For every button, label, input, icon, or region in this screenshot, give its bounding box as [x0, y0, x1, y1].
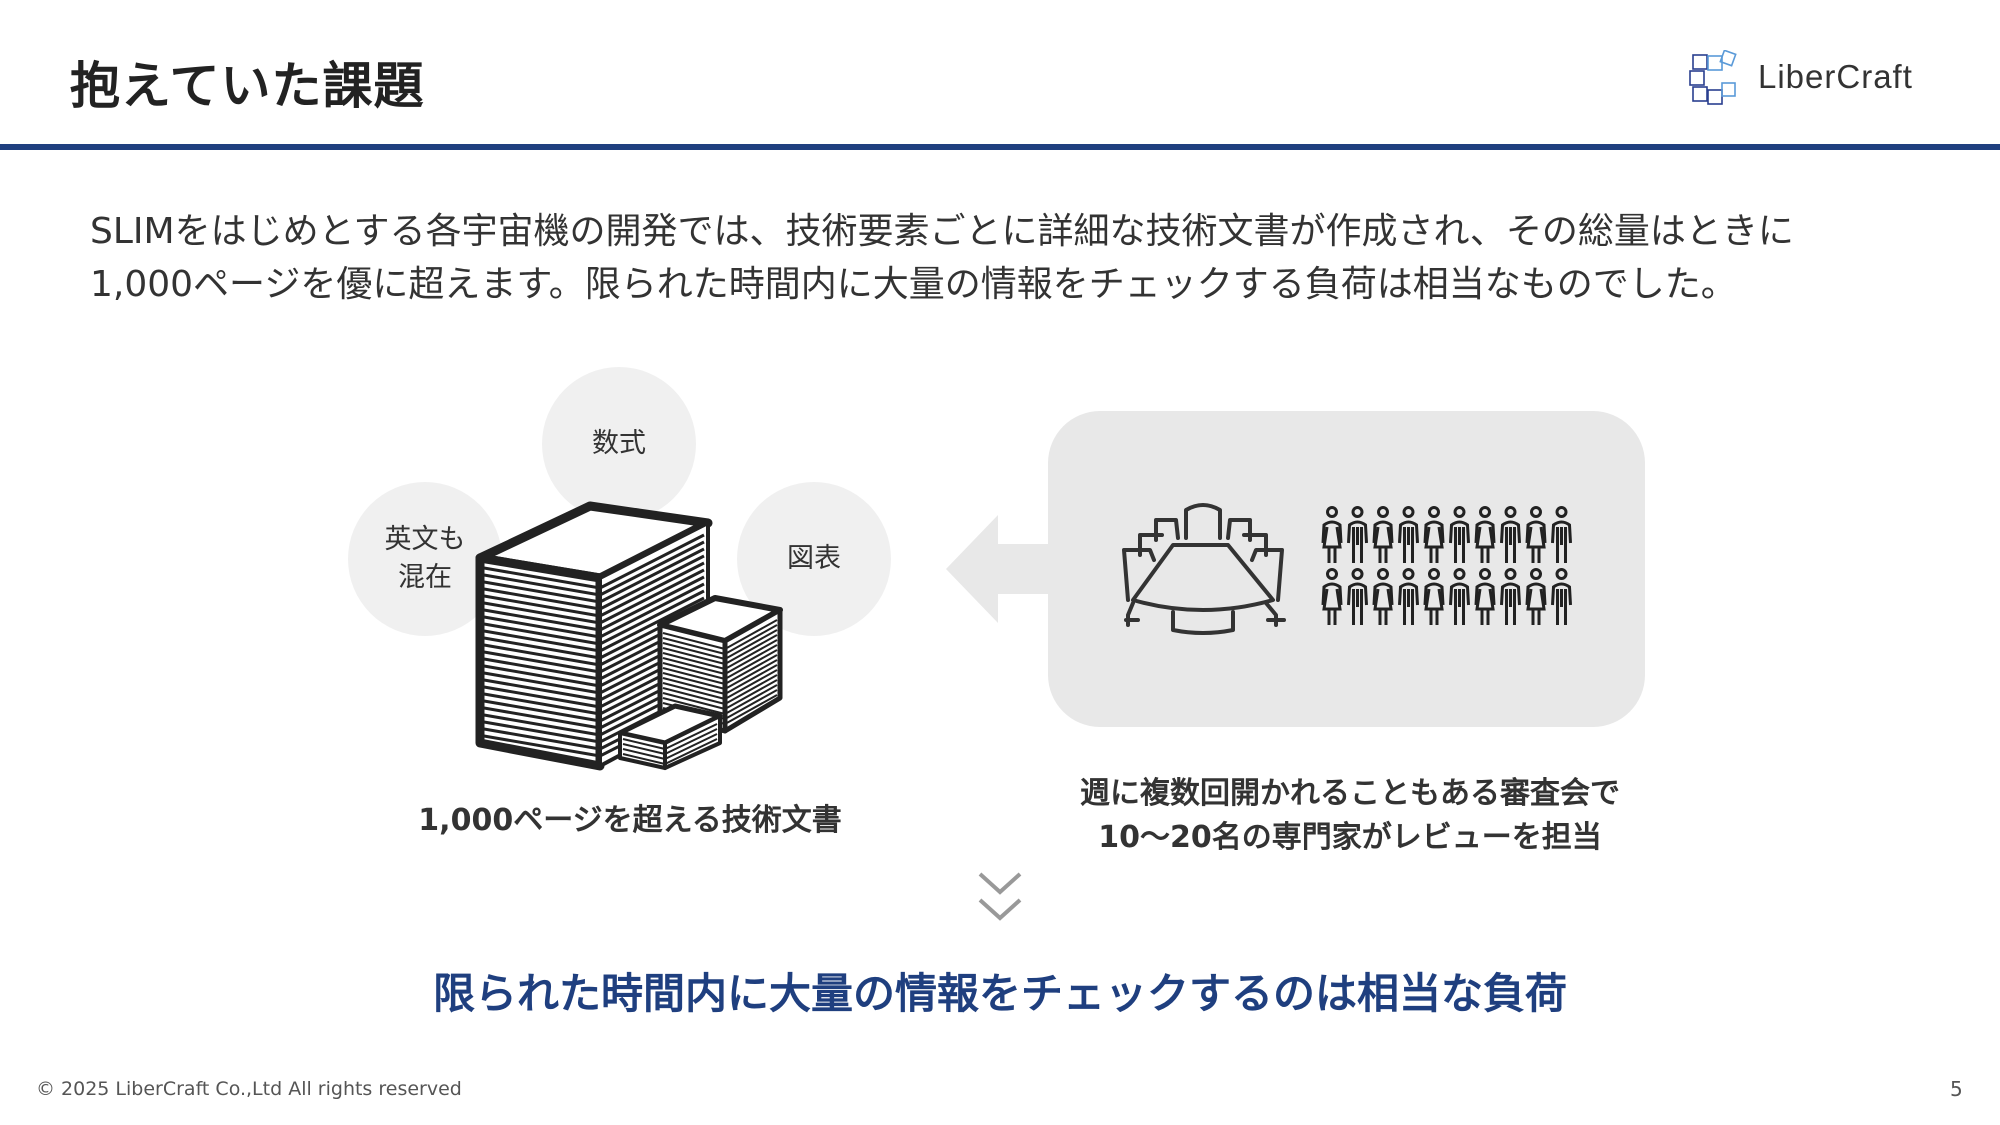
man-icon — [1347, 506, 1368, 563]
review-label: 週に複数回開かれることもある審査会で 10〜20名の専門家がレビューを担当 — [1030, 772, 1670, 860]
intro-paragraph: SLIMをはじめとする各宇宙機の開発では、技術要素ごとに詳細な技術文書が作成され… — [90, 205, 1940, 311]
woman-icon — [1423, 568, 1445, 625]
header-divider — [0, 144, 2000, 150]
woman-icon — [1525, 568, 1547, 625]
man-icon — [1551, 568, 1572, 625]
bubble-label: 図表 — [787, 543, 841, 574]
copyright: © 2025 LiberCraft Co.,Ltd All rights res… — [36, 1078, 462, 1100]
man-icon — [1551, 506, 1572, 563]
documents-label: 1,000ページを超える技術文書 — [418, 803, 842, 838]
bubble-label: 混在 — [398, 562, 452, 593]
woman-icon — [1321, 506, 1343, 563]
woman-icon — [1474, 568, 1496, 625]
man-icon — [1398, 568, 1419, 625]
intro-line: 1,000ページを優に超えます。限られた時間内に大量の情報をチェックする負荷は相… — [90, 264, 1737, 305]
bubble-label: 数式 — [592, 428, 646, 459]
woman-icon — [1474, 506, 1496, 563]
man-icon — [1500, 506, 1521, 563]
man-icon — [1398, 506, 1419, 563]
logo-text: LiberCraft — [1758, 58, 1913, 95]
chevron-down-icon — [978, 872, 1022, 921]
man-icon — [1449, 506, 1470, 563]
woman-icon — [1321, 568, 1343, 625]
review-panel — [1048, 411, 1645, 727]
woman-icon — [1525, 506, 1547, 563]
bubble-label: 英文も — [384, 524, 466, 555]
review-label-line: 週に複数回開かれることもある審査会で — [1080, 776, 1620, 811]
man-icon — [1449, 568, 1470, 625]
libercraft-logo-icon — [1689, 50, 1737, 105]
page-number: 5 — [1950, 1077, 1963, 1101]
conference-table-icon — [1122, 503, 1286, 635]
document-stack-icon — [475, 501, 783, 771]
conclusion-text: 限られた時間内に大量の情報をチェックするのは相当な負荷 — [432, 969, 1567, 1018]
bubble-formulas: 数式 — [542, 367, 696, 521]
arrow-left-icon — [946, 515, 1050, 623]
woman-icon — [1423, 506, 1445, 563]
man-icon — [1500, 568, 1521, 625]
man-icon — [1347, 568, 1368, 625]
intro-line: SLIMをはじめとする各宇宙機の開発では、技術要素ごとに詳細な技術文書が作成され… — [90, 211, 1794, 252]
experts-group-icon — [1321, 506, 1572, 625]
page-title: 抱えていた課題 — [70, 57, 425, 115]
review-label-line: 10〜20名の専門家がレビューを担当 — [1098, 820, 1602, 855]
woman-icon — [1372, 568, 1394, 625]
woman-icon — [1372, 506, 1394, 563]
